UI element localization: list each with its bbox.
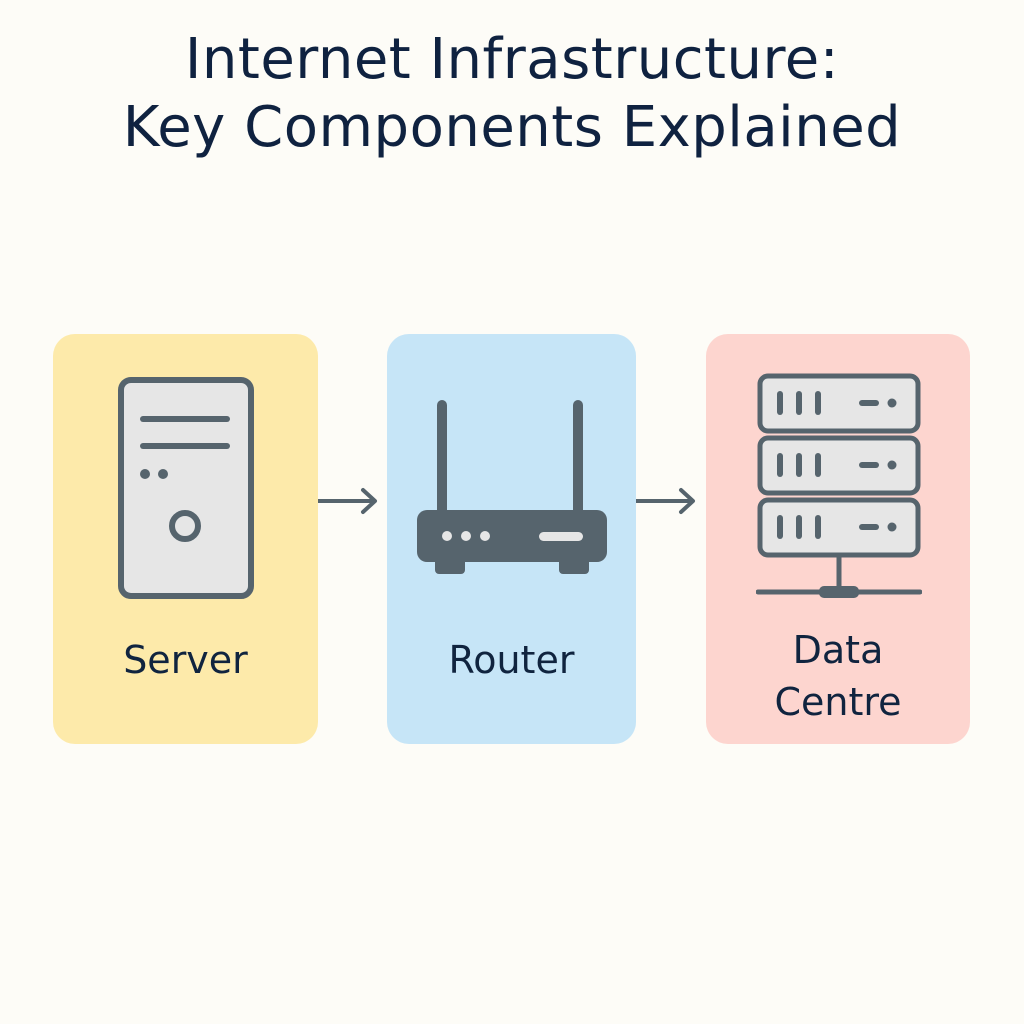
page-title: Internet Infrastructure: Key Components … xyxy=(0,26,1024,162)
title-line-2: Key Components Explained xyxy=(122,95,902,160)
server-card: Server xyxy=(53,334,318,744)
title-line-1: Internet Infrastructure: xyxy=(184,27,840,92)
router-card: Router xyxy=(387,334,636,744)
server-rack-icon xyxy=(756,373,922,598)
router-label: Router xyxy=(448,638,575,682)
arrow-right-icon xyxy=(318,488,377,514)
data-centre-label: Data Centre xyxy=(706,624,970,728)
data-centre-label-line-2: Centre xyxy=(774,680,902,724)
arrow-right-icon xyxy=(636,488,695,514)
server-label: Server xyxy=(123,638,248,682)
rack-unit xyxy=(757,435,921,496)
data-centre-card: Data Centre xyxy=(706,334,970,744)
router-icon xyxy=(417,400,607,574)
data-centre-label-line-1: Data xyxy=(792,628,884,672)
rack-unit xyxy=(757,373,921,434)
rack-unit xyxy=(757,497,921,558)
server-tower-icon xyxy=(118,377,254,599)
